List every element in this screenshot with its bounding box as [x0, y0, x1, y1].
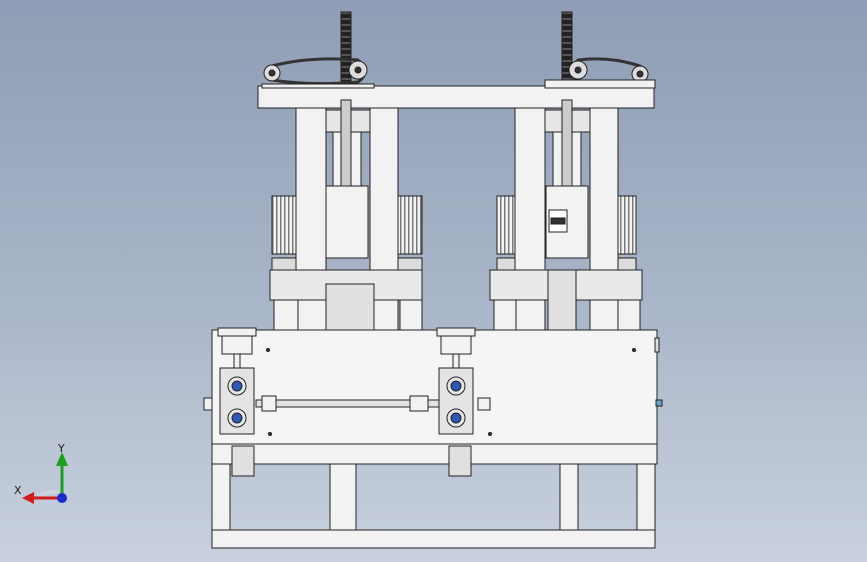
right-roller-unit — [436, 327, 476, 435]
top-beam — [257, 85, 655, 109]
bottom-frame — [211, 443, 658, 549]
z-axis-icon — [57, 493, 67, 503]
connecting-shaft — [255, 399, 440, 408]
y-axis-label: Y — [57, 442, 65, 455]
main-housing — [211, 329, 658, 445]
left-chain — [263, 57, 368, 86]
x-axis-label: X — [14, 484, 22, 497]
coordinate-triad: Y X — [14, 442, 68, 504]
left-roller-unit — [217, 327, 257, 435]
